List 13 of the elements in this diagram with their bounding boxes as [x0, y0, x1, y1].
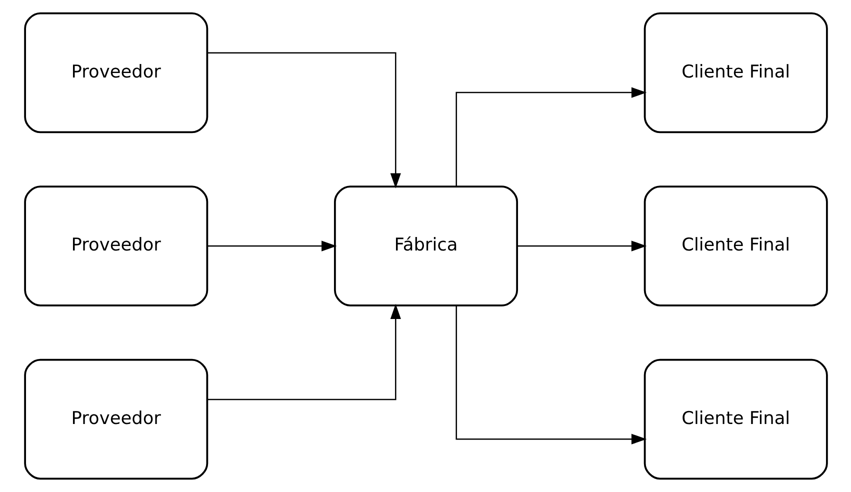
arrow — [455, 87, 646, 186]
arrow — [516, 240, 646, 252]
node-box: Proveedor — [24, 358, 208, 480]
node-box: Cliente Final — [643, 358, 828, 480]
node-box: Fábrica — [333, 186, 518, 306]
arrow — [206, 52, 400, 188]
node-box: Cliente Final — [643, 186, 828, 306]
node-box: Proveedor — [24, 12, 208, 134]
arrow — [455, 306, 646, 444]
node-box: Proveedor — [24, 186, 208, 306]
node-box: Cliente Final — [643, 12, 828, 134]
arrow — [206, 240, 336, 252]
arrow — [206, 304, 400, 400]
